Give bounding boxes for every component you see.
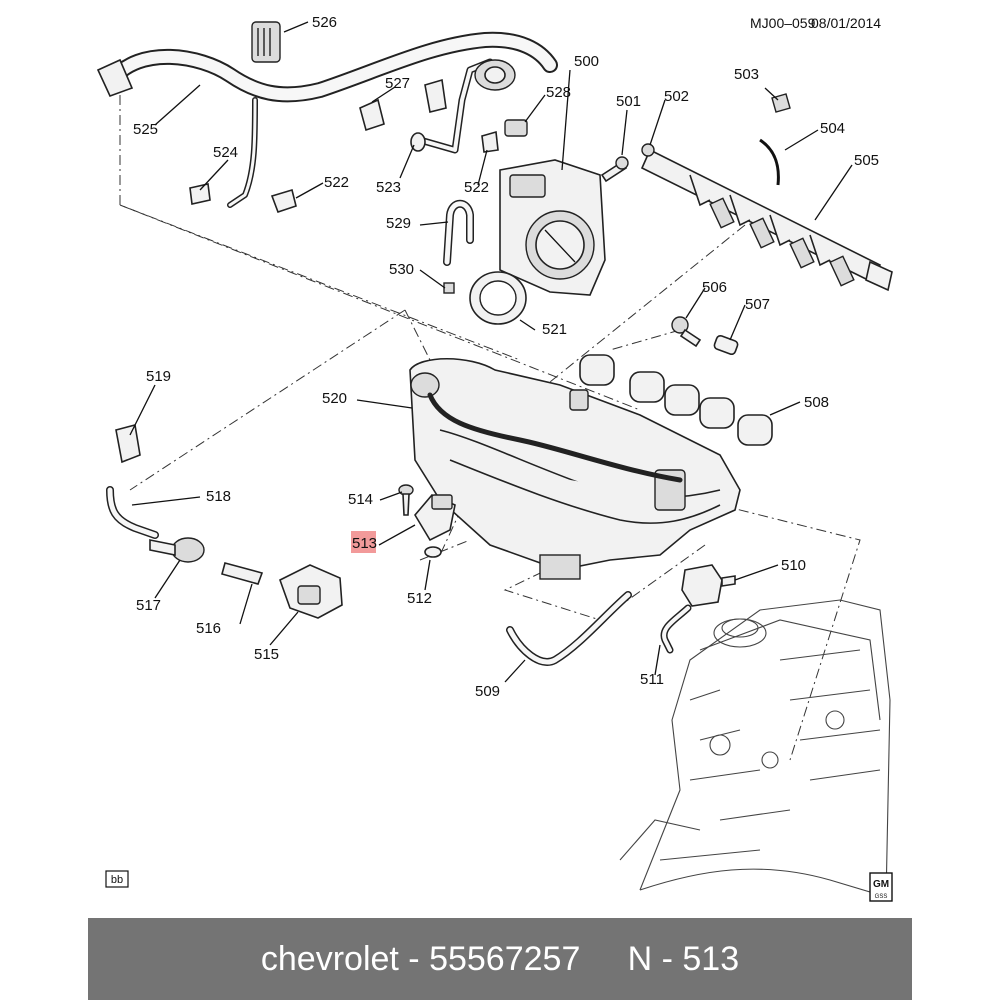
label-527: 527 <box>385 75 410 92</box>
part-footer-bar: chevrolet - 55567257 N - 513 <box>88 918 912 1000</box>
label-524: 524 <box>213 144 238 161</box>
label-504: 504 <box>820 120 845 137</box>
label-525: 525 <box>133 121 158 138</box>
label-521: 521 <box>542 321 567 338</box>
map-sensor-513 <box>414 494 456 542</box>
label-501: 501 <box>616 93 641 110</box>
label-514: 514 <box>348 491 373 508</box>
label-519: 519 <box>146 368 171 385</box>
hose-523 <box>410 58 494 154</box>
o-ring-512 <box>424 546 442 558</box>
part-labels: 500 501 502 503 504 505 506 507 508 509 … <box>133 14 879 700</box>
label-505: 505 <box>854 152 879 169</box>
valve-517 <box>149 537 205 563</box>
label-510: 510 <box>781 557 806 574</box>
label-529: 529 <box>386 215 411 232</box>
label-500: 500 <box>574 53 599 70</box>
clip-522-right <box>481 130 499 153</box>
gasket-521 <box>469 271 527 325</box>
clip-528 <box>504 119 528 137</box>
purge-line-518 <box>106 424 159 539</box>
label-506: 506 <box>702 279 727 296</box>
hose-529 <box>443 199 474 266</box>
bolt-506 <box>671 316 702 348</box>
label-516: 516 <box>196 620 221 637</box>
footer-ref-prefix: N <box>627 939 653 978</box>
harness-504 <box>759 138 780 186</box>
clips-527 <box>359 78 447 132</box>
label-522-throttle: 522 <box>464 179 489 196</box>
upper-fitting <box>474 59 516 91</box>
gm-logo: GM GSS <box>869 872 893 902</box>
label-509: 509 <box>475 683 500 700</box>
label-517: 517 <box>136 597 161 614</box>
label-526: 526 <box>312 14 337 31</box>
label-515: 515 <box>254 646 279 663</box>
corner-tag-bb: bb <box>105 870 129 888</box>
label-507: 507 <box>745 296 770 313</box>
engine-block <box>619 599 891 901</box>
highlight-513 <box>351 531 376 553</box>
svg-text:bb: bb <box>111 874 123 886</box>
purge-valve-515 <box>279 564 343 619</box>
intake-gaskets-508 <box>579 354 773 446</box>
diagram-doc-id: MJ00–059 <box>750 15 816 31</box>
label-530: 530 <box>389 261 414 278</box>
throttle-body-500 <box>499 159 606 296</box>
bolt-501 <box>600 156 629 183</box>
clip-522-left <box>270 188 297 214</box>
hose-511 <box>660 604 692 654</box>
label-508: 508 <box>804 394 829 411</box>
label-513: 513 <box>352 535 377 552</box>
leader-lines <box>129 21 853 683</box>
intake-manifold-520 <box>409 357 741 580</box>
exploded-parts-diagram: MJ00–059 08/01/2014 <box>96 14 893 902</box>
sensor-510 <box>681 564 736 607</box>
label-502: 502 <box>664 88 689 105</box>
spacer-507 <box>713 334 739 356</box>
fuel-rail-505 <box>640 148 893 292</box>
label-518: 518 <box>206 488 231 505</box>
diagram-date: 08/01/2014 <box>811 15 881 31</box>
label-520: 520 <box>322 390 347 407</box>
pipe-516 <box>221 562 264 585</box>
footer-brand: chevrolet <box>260 939 399 978</box>
footer-part-number: 55567257 <box>429 939 581 978</box>
connector-526 <box>251 21 281 63</box>
clip-530 <box>443 282 455 294</box>
bolt-502 <box>641 143 655 157</box>
label-528: 528 <box>546 84 571 101</box>
clip-524 <box>189 183 211 205</box>
label-523: 523 <box>376 179 401 196</box>
label-503: 503 <box>734 66 759 83</box>
svg-text:GM: GM <box>873 879 889 890</box>
svg-text:GSS: GSS <box>875 894 888 900</box>
footer-separator: - <box>398 939 430 978</box>
footer-ref-value: 513 <box>682 939 740 978</box>
footer-gap <box>580 940 627 979</box>
footer-separator-2: - <box>652 939 683 978</box>
label-512: 512 <box>407 590 432 607</box>
label-522-left: 522 <box>324 174 349 191</box>
hose-509 <box>506 591 632 666</box>
label-511: 511 <box>640 671 664 688</box>
bolt-514 <box>398 484 414 516</box>
vent-hose-525 <box>96 31 558 208</box>
